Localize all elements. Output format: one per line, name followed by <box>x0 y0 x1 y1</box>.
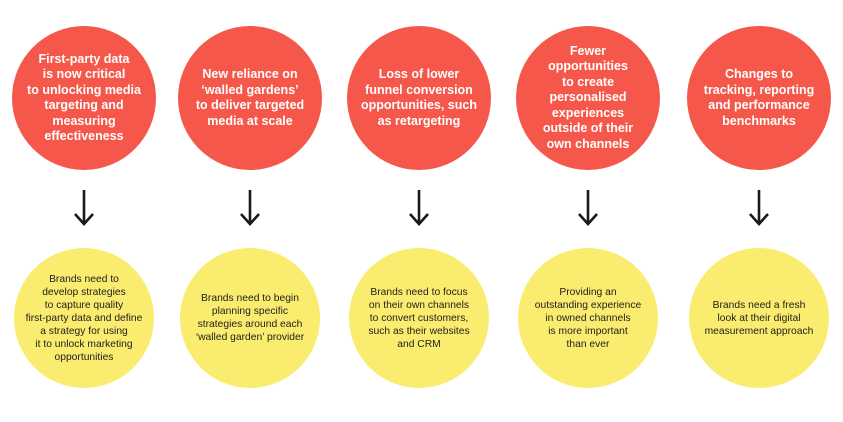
arrow-down-icon <box>578 190 598 226</box>
response-text-2: Brands need to begin planning specific s… <box>195 293 305 343</box>
challenge-text-2: New reliance on ‘walled gardens’ to deli… <box>195 67 305 128</box>
response-text-3: Brands need to focus on their own channe… <box>368 286 470 350</box>
arrow-down-icon <box>240 190 260 226</box>
response-circle-1: Brands need to develop strategies to cap… <box>14 248 154 388</box>
arrow-down-icon <box>749 190 769 226</box>
challenge-circle-5: Changes to tracking, reporting and perfo… <box>687 26 831 170</box>
challenge-circle-4: Fewer opportunities to create personalis… <box>516 26 660 170</box>
response-circle-5: Brands need a fresh look at their digita… <box>689 248 829 388</box>
response-circle-4: Providing an outstanding experience in o… <box>518 248 658 388</box>
challenge-circle-3: Loss of lower funnel conversion opportun… <box>347 26 491 170</box>
challenge-text-3: Loss of lower funnel conversion opportun… <box>361 67 477 128</box>
challenge-circle-1: First-party data is now critical to unlo… <box>12 26 156 170</box>
arrow-down-icon <box>409 190 429 226</box>
response-circle-2: Brands need to begin planning specific s… <box>180 248 320 388</box>
challenge-text-1: First-party data is now critical to unlo… <box>27 51 141 144</box>
response-text-1: Brands need to develop strategies to cap… <box>25 273 143 363</box>
response-text-4: Providing an outstanding experience in o… <box>534 286 642 350</box>
challenge-text-4: Fewer opportunities to create personalis… <box>542 43 634 151</box>
arrow-down-icon <box>74 190 94 226</box>
response-text-5: Brands need a fresh look at their digita… <box>704 299 814 337</box>
response-circle-3: Brands need to focus on their own channe… <box>349 248 489 388</box>
challenge-circle-2: New reliance on ‘walled gardens’ to deli… <box>178 26 322 170</box>
challenge-text-5: Changes to tracking, reporting and perfo… <box>703 67 815 128</box>
